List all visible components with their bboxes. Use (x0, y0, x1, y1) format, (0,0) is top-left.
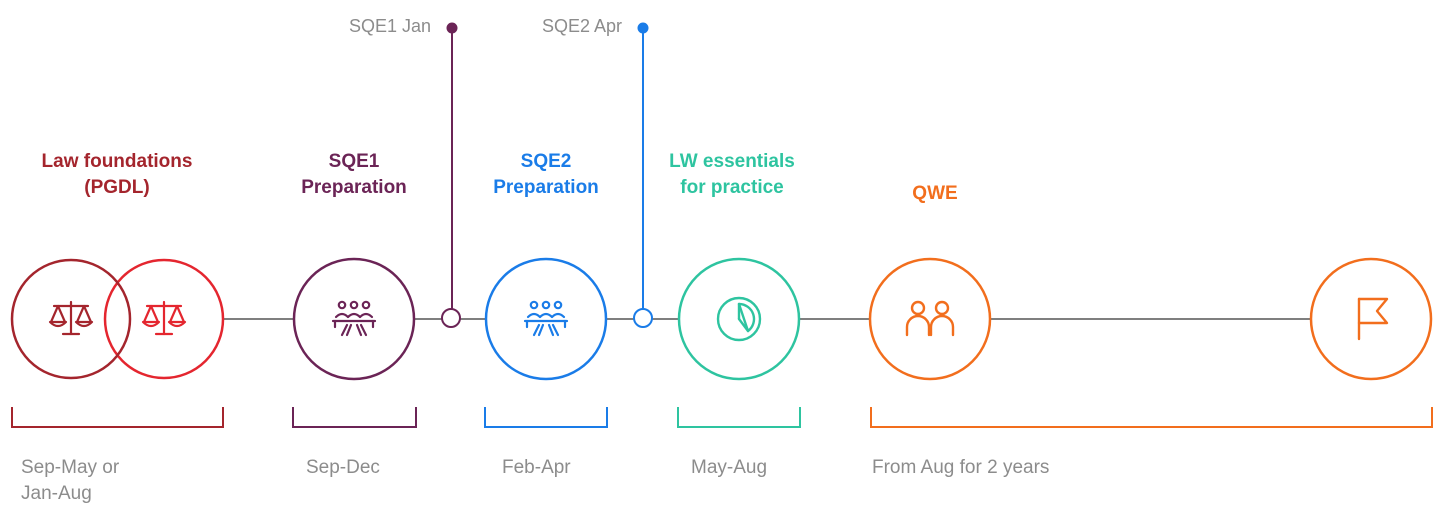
stage-qwe-title-line1: QWE (912, 183, 958, 204)
stage-sqe2-title-line2: Preparation (493, 177, 599, 198)
stage-sqe2-range-line1: Feb-Apr (502, 457, 571, 478)
milestone-sqe2-label: SQE2 Apr (541, 16, 622, 36)
stage-law-range-line1: Sep-May or (21, 457, 120, 478)
stage-sqe2-title-line1: SQE2 (520, 151, 572, 172)
stage-sqe1-range-line1: Sep-Dec (306, 457, 380, 478)
stage-sqe1-title: SQE1 Preparation (301, 149, 407, 201)
sqe1-circle (292, 257, 416, 381)
stage-law-range-line2: Jan-Aug (21, 483, 92, 504)
bracket-sqe2 (484, 407, 608, 428)
stage-qwe (868, 257, 1433, 381)
flag-icon (1357, 297, 1389, 341)
sqe2-circle (484, 257, 608, 381)
stage-lw-title-line1: LW essentials (669, 151, 795, 172)
bracket-law (11, 407, 224, 428)
bracket-qwe (870, 407, 1433, 428)
qwe-circle (868, 257, 992, 381)
stage-sqe2-range: Feb-Apr (502, 455, 571, 481)
milestone-sqe1-top-dot (446, 22, 458, 34)
classroom-icon (331, 300, 377, 337)
stage-law-title-line1: Law foundations (41, 151, 193, 172)
stage-sqe1-range: Sep-Dec (306, 455, 380, 481)
stage-law-title-line2: (PGDL) (84, 177, 150, 198)
stage-qwe-title: QWE (912, 181, 957, 207)
milestone-sqe1-label: SQE1 Jan (348, 16, 431, 36)
stage-sqe2 (484, 257, 608, 381)
stage-law-range: Sep-May or Jan-Aug (21, 455, 119, 507)
pie-chart-icon (716, 296, 762, 342)
stage-lw-title-line2: for practice (680, 177, 784, 198)
scales-icon (141, 300, 187, 336)
stage-lw (677, 257, 801, 381)
stage-qwe-range: From Aug for 2 years (872, 455, 1049, 481)
law-circle-primary (10, 258, 132, 380)
people-icon (905, 300, 955, 337)
scales-icon (48, 300, 94, 336)
bracket-sqe1 (292, 407, 417, 428)
milestone-sqe2-top-dot (637, 22, 649, 34)
stage-law (10, 258, 225, 380)
stage-lw-range: May-Aug (691, 455, 767, 481)
stage-qwe-range-line1: From Aug for 2 years (872, 457, 1050, 478)
bracket-lw (677, 407, 801, 428)
milestone-sqe2-node (633, 308, 653, 328)
stage-lw-range-line1: May-Aug (691, 457, 768, 478)
milestone-sqe2 (633, 22, 653, 328)
stage-sqe1-title-line2: Preparation (301, 177, 407, 198)
milestone-sqe1 (441, 22, 461, 328)
milestone-sqe1-node (441, 308, 461, 328)
classroom-icon (523, 300, 569, 337)
stage-law-title: Law foundations (PGDL) (42, 149, 193, 201)
stage-sqe1-title-line1: SQE1 (328, 151, 380, 172)
stage-sqe2-title: SQE2 Preparation (493, 149, 599, 201)
stage-sqe1 (292, 257, 416, 381)
qwe-end-circle (1309, 257, 1433, 381)
stage-lw-title: LW essentials for practice (669, 149, 795, 201)
